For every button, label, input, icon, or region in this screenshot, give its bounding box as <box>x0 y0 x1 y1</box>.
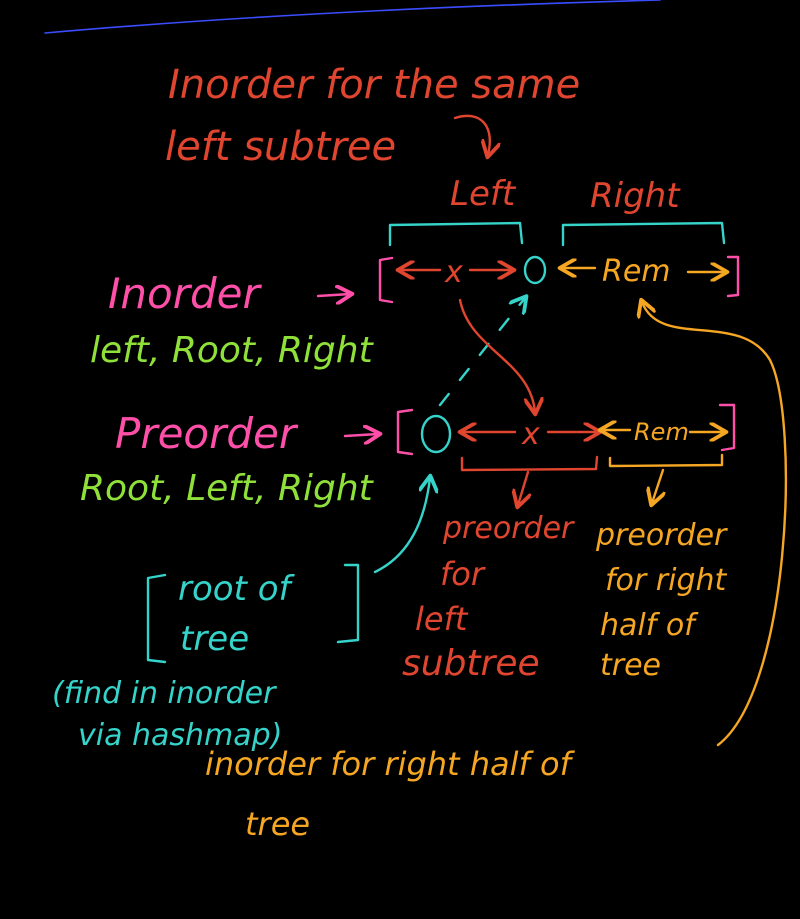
curved-arrow-down <box>453 114 490 155</box>
pre-right-line2: for right <box>605 563 728 598</box>
pre-right-line1: preorder <box>595 518 728 553</box>
pre-right-line4: tree <box>600 648 661 683</box>
inorder-arrow <box>316 294 350 296</box>
preorder-title: Preorder <box>115 409 299 458</box>
preorder-order-text: Root, Left, Right <box>80 468 375 509</box>
pre-right-line3: half of <box>600 608 699 643</box>
preorder-bracket-close <box>718 403 736 452</box>
in-right-line2: tree <box>245 805 310 843</box>
find-line2: via hashmap) <box>78 718 282 753</box>
label-left: Left <box>450 174 517 214</box>
dashed-root-link <box>438 298 525 407</box>
inorder-rem: Rem <box>602 254 671 289</box>
root-note-bracket-open <box>146 573 167 664</box>
root-note-line2: tree <box>180 619 249 659</box>
x-mapping-arrow <box>458 298 535 412</box>
top-blue-stroke <box>44 0 661 34</box>
label-right: Right <box>590 176 681 216</box>
preorder-arrow <box>343 434 378 436</box>
in-right-line1: inorder for right half of <box>205 745 576 783</box>
inorder-order-text: left, Root, Right <box>90 330 375 371</box>
preorder-x: x <box>521 417 540 452</box>
rem-link-curve <box>642 302 788 747</box>
brace-right <box>561 221 726 247</box>
pre-left-line2: for <box>440 555 486 593</box>
inorder-bracket-open <box>378 256 394 304</box>
pre-left-line3: left <box>415 600 469 638</box>
root-note-line1: root of <box>178 569 296 609</box>
underbrace-left-arrow <box>518 470 528 505</box>
preorder-bracket-open <box>396 408 414 456</box>
note-inorder-same-line2: left subtree <box>165 124 396 170</box>
inorder-x: x <box>444 255 463 290</box>
underbrace-right-arrow <box>652 468 663 503</box>
pre-left-line1: preorder <box>442 511 575 546</box>
note-inorder-same-line1: Inorder for the same <box>168 62 580 108</box>
underbrace-left <box>460 455 599 472</box>
root-note-bracket-close <box>336 563 360 644</box>
preorder-root-node <box>420 414 452 454</box>
preorder-rem: Rem <box>634 418 689 446</box>
brace-left <box>388 221 524 247</box>
inorder-bracket-close <box>726 255 740 298</box>
inorder-root-node <box>523 255 547 285</box>
inorder-title: Inorder <box>108 269 262 318</box>
find-line1: (find in inorder <box>52 676 277 711</box>
pre-left-line4: subtree <box>402 643 540 684</box>
root-note-arrow <box>373 478 430 574</box>
underbrace-right <box>608 453 724 468</box>
